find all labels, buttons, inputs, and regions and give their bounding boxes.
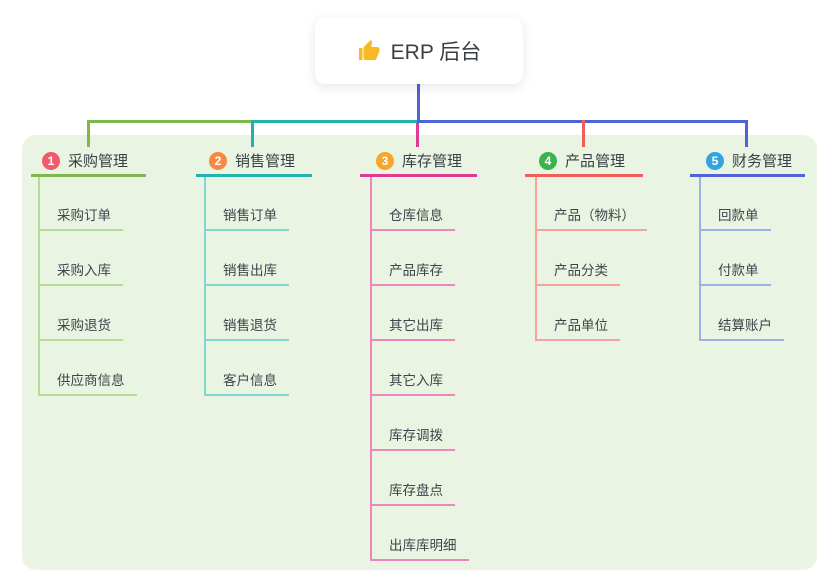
branch-label-text: 财务管理 <box>732 153 793 170</box>
connector-bus-teal <box>251 120 419 123</box>
connector-drop-product <box>582 120 585 147</box>
child-node[interactable]: 采购入库 <box>38 257 123 286</box>
branch-label-sales[interactable]: 2 销售管理 <box>196 147 312 177</box>
child-node[interactable]: 销售订单 <box>204 202 289 231</box>
branch-number-badge: 3 <box>376 151 394 170</box>
child-node[interactable]: 产品库存 <box>370 257 455 286</box>
branch-spine <box>370 176 372 561</box>
branch-number-badge: 1 <box>42 151 60 170</box>
branch-spine <box>38 176 40 396</box>
branch-label-text: 销售管理 <box>235 153 296 170</box>
child-node[interactable]: 产品分类 <box>535 257 620 286</box>
branch-number-badge: 4 <box>539 151 557 170</box>
root-node[interactable]: ERP 后台 <box>315 18 523 84</box>
branches-panel <box>22 135 817 570</box>
child-node[interactable]: 其它出库 <box>370 312 455 341</box>
connector-root-vertical <box>417 84 420 123</box>
child-node[interactable]: 销售出库 <box>204 257 289 286</box>
branch-label-purchase[interactable]: 1 采购管理 <box>31 147 146 177</box>
child-node[interactable]: 出库库明细 <box>370 532 469 561</box>
branch-spine <box>204 176 206 396</box>
connector-drop-sales <box>251 120 254 147</box>
connector-bus-green <box>87 120 254 123</box>
child-node[interactable]: 仓库信息 <box>370 202 455 231</box>
child-node[interactable]: 回款单 <box>699 202 771 231</box>
child-node[interactable]: 供应商信息 <box>38 367 137 396</box>
branch-spine <box>699 176 701 341</box>
branch-label-product[interactable]: 4 产品管理 <box>525 147 643 177</box>
branch-number-badge: 2 <box>209 151 227 170</box>
child-node[interactable]: 库存调拨 <box>370 422 455 451</box>
child-node[interactable]: 产品单位 <box>535 312 620 341</box>
child-node[interactable]: 库存盘点 <box>370 477 455 506</box>
child-node[interactable]: 其它入库 <box>370 367 455 396</box>
child-node[interactable]: 销售退货 <box>204 312 289 341</box>
branch-label-finance[interactable]: 5 财务管理 <box>690 147 805 177</box>
child-node[interactable]: 采购退货 <box>38 312 123 341</box>
branch-label-inventory[interactable]: 3 库存管理 <box>360 147 477 177</box>
child-node[interactable]: 付款单 <box>699 257 771 286</box>
child-node[interactable]: 结算账户 <box>699 312 784 341</box>
branch-label-text: 产品管理 <box>565 153 626 170</box>
child-node[interactable]: 产品（物料） <box>535 202 647 231</box>
child-node[interactable]: 客户信息 <box>204 367 289 396</box>
branch-spine <box>535 176 537 341</box>
connector-drop-purchase <box>87 120 90 147</box>
child-node[interactable]: 采购订单 <box>38 202 123 231</box>
connector-drop-finance <box>745 120 748 147</box>
root-label: ERP 后台 <box>390 41 482 64</box>
branch-number-badge: 5 <box>706 151 724 170</box>
branch-label-text: 库存管理 <box>402 153 463 170</box>
thumbs-up-icon <box>357 39 381 63</box>
branch-label-text: 采购管理 <box>68 153 129 170</box>
connector-drop-inventory <box>416 123 419 147</box>
